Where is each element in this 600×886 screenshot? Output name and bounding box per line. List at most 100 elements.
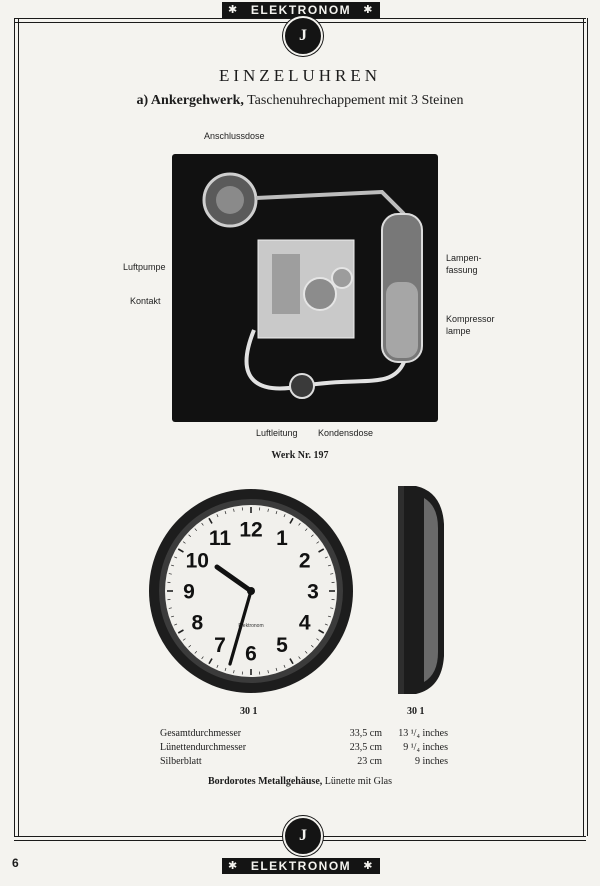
label-luftleitung: Luftleitung [256,428,298,438]
page-subtitle: a) Ankergehwerk, Taschenuhrechappement m… [0,93,600,109]
wall-clock-side [398,486,444,694]
clock-tick [188,534,192,538]
clock-tick [168,607,172,609]
clock-tick [304,528,308,532]
spec-cm: 33,5 cm [349,728,382,739]
spec-row: Lünettendurchmesser 23,5 cm 9 ¹/₄ inches [160,741,448,755]
label-kondensdose: Kondensdose [318,428,374,438]
clock-tick [275,511,278,515]
star-icon: ✱ [363,4,374,16]
clock-tick [188,644,192,648]
clock-numeral: 12 [239,519,262,542]
clock-numeral: 6 [245,643,257,666]
spec-cm: 23,5 cm [349,742,382,753]
clock-tick [267,508,269,512]
label-kontakt: Kontakt [130,296,161,306]
clock-tick [324,556,328,559]
clock-tick [324,623,328,626]
label-anschlussdose: Anschlussdose [204,131,265,141]
clock-numeral: 2 [299,550,311,573]
label-kompressor: Kompressor [446,314,495,324]
clock-tick [318,629,325,634]
brand-name: ELEKTRONOM [250,859,352,873]
clock-tick [233,508,235,512]
spec-label: Gesamtdurchmesser [160,728,242,739]
material-note: Bordorotes Metallgehäuse, Lünette mit Gl… [0,776,600,787]
clock-tick [171,564,175,567]
figure1-caption: Werk Nr. 197 [271,450,329,461]
clock-tick [298,656,301,660]
clock-tick [275,667,278,671]
spec-label: Silberblatt [160,756,202,767]
clock-tick [330,573,334,575]
clock-maker-mark: Elektronom [238,623,263,629]
clock-tick [304,650,308,654]
clock-tick [224,667,227,671]
clock-tick [194,650,198,654]
clock-numeral: 9 [183,581,195,604]
brand-name: ELEKTRONOM [250,3,352,17]
left-frame-line [14,18,19,836]
left-product-number: 30 1 [240,706,258,717]
right-product-number: 30 1 [407,706,425,717]
note-rest: Lünette mit Glas [322,776,392,787]
clock-tick [283,664,286,668]
page-title: EINZELUHREN [218,66,382,85]
star-icon: ✱ [228,860,239,872]
clock-numeral: 1 [276,527,288,550]
label-luftpumpe: Luftpumpe [123,262,166,272]
clock-tick [233,670,235,674]
clock-tick [289,517,294,524]
clock-tick [316,638,320,641]
clock-tick [310,644,314,648]
bottom-brand-banner: ✱ ELEKTRONOM ✱ [222,858,380,874]
clock-tick [330,607,334,609]
clock-tick [194,528,198,532]
right-frame-line [583,18,588,836]
clock-tick [267,670,269,674]
clock-tick [327,615,331,618]
clock-tick [224,511,227,515]
clock-tick [201,656,204,660]
clock-tick [208,658,213,665]
page-number: 6 [12,856,19,870]
spec-label: Lünettendurchmesser [160,742,247,753]
brand-emblem-icon: J [283,816,323,856]
clock-tick [201,522,204,526]
clock-tick [298,522,301,526]
clock-numeral: 8 [191,612,203,635]
clock-tick [208,517,213,524]
label-lampen: Lampen- [446,253,482,263]
spec-inches: 9 inches [414,756,448,767]
clock-tick [177,629,184,634]
subtitle-bold: a) Ankergehwerk, [136,93,244,108]
movement-photo [172,154,438,422]
label-fassung: fassung [446,265,478,275]
spec-inches: 13 ¹/₄ inches [398,728,448,739]
clock-numeral: 5 [276,634,288,657]
clock-tick [327,564,331,567]
clock-numeral: 11 [209,527,232,550]
clock-tick [168,573,172,575]
spec-inches: 9 ¹/₄ inches [403,742,448,753]
spec-row: Gesamtdurchmesser 33,5 cm 13 ¹/₄ inches [160,727,448,741]
brand-emblem-icon: J [283,16,323,56]
clock-tick [216,664,219,668]
clock-numeral: 10 [186,550,209,573]
top-brand-banner: ✱ ELEKTRONOM ✱ [222,2,380,18]
star-icon: ✱ [228,4,239,16]
label-lampe: lampe [446,326,471,336]
clock-tick [216,514,219,518]
clock-tick [174,623,178,626]
clock-tick [310,534,314,538]
star-icon: ✱ [363,860,374,872]
clock-tick [182,638,186,641]
clock-tick [171,615,175,618]
clock-tick [174,556,178,559]
clock-numeral: 7 [214,634,226,657]
subtitle-rest: Taschenuhrechappement mit 3 Steinen [243,93,464,108]
movement-illustration [202,172,423,399]
clock-tick [318,548,325,553]
